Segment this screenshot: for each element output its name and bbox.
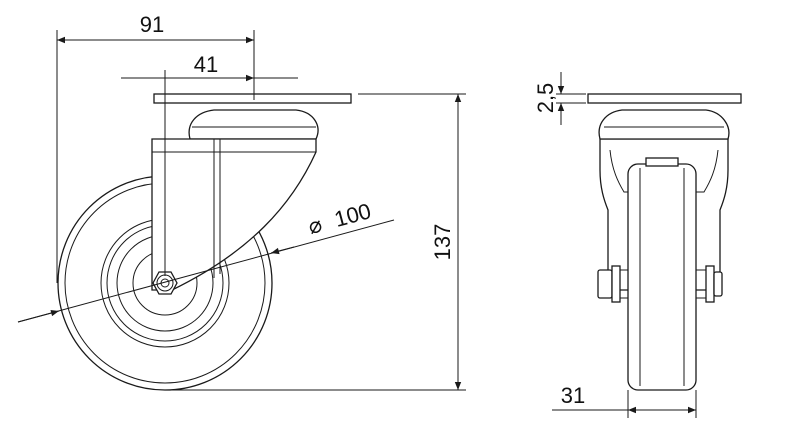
dimension-2-5: 2,5 xyxy=(533,72,586,125)
axle-right xyxy=(696,265,723,303)
top-plate-end xyxy=(587,93,742,104)
dimension-label-2-5: 2,5 xyxy=(533,83,558,114)
side-view xyxy=(57,93,352,391)
dimension-91: 91 xyxy=(56,12,255,283)
swivel-housing xyxy=(188,109,319,140)
dimension-label-137: 137 xyxy=(430,224,455,261)
swivel-housing-end xyxy=(598,109,730,140)
end-view xyxy=(587,93,742,391)
wheel-edge xyxy=(627,157,697,391)
top-plate xyxy=(153,93,352,104)
dimension-label-41: 41 xyxy=(194,52,218,77)
dimension-label-91: 91 xyxy=(140,12,164,37)
dimension-41: 41 xyxy=(121,52,298,276)
dimension-label-31: 31 xyxy=(561,383,585,408)
dimension-31: 31 xyxy=(552,383,697,418)
fork xyxy=(151,138,317,291)
dimension-137: 137 xyxy=(170,93,466,391)
axle-left xyxy=(597,265,628,303)
diameter-symbol: ⌀ xyxy=(305,211,324,239)
